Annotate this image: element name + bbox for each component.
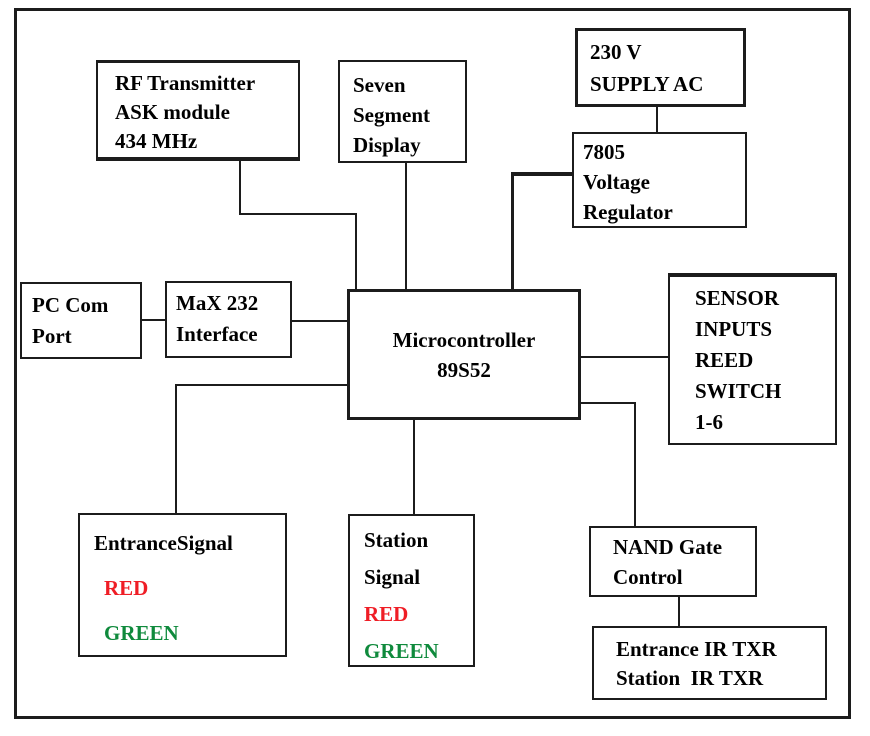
node-label: Display	[353, 133, 421, 157]
node-sensor-inputs-reed-switch: SENSOR INPUTS REED SWITCH 1-6	[668, 273, 837, 445]
node-seven-segment-display: Seven Segment Display	[338, 60, 467, 163]
node-label: NAND Gate	[613, 535, 723, 559]
node-label: Entrance IR TXR	[616, 637, 777, 661]
node-label: REED	[695, 348, 754, 372]
node-label: Port	[32, 324, 72, 348]
node-station-signal: Station Signal RED GREEN	[348, 514, 475, 667]
connector-rf-to-micro	[355, 213, 357, 291]
node-label: Interface	[176, 322, 258, 346]
node-nand-gate-control: NAND Gate Control	[589, 526, 757, 597]
connector-micro-to-station	[413, 418, 415, 516]
connector-rf-to-micro	[239, 160, 241, 215]
node-label: Segment	[353, 103, 430, 127]
connector-regulator-to-micro	[511, 172, 514, 291]
node-label: 434 MHz	[115, 129, 198, 153]
node-label: Signal	[364, 565, 421, 589]
node-label: MaX 232	[176, 291, 259, 315]
connector-rf-to-micro	[239, 213, 357, 215]
node-label: EntranceSignal	[94, 531, 233, 555]
connector-nand-to-irtxr	[678, 595, 680, 628]
connector-micro-to-entrance	[175, 384, 349, 386]
connector-regulator-to-micro	[511, 172, 574, 176]
node-label: SWITCH	[695, 379, 782, 403]
node-label: PC Com	[32, 293, 109, 317]
node-label: Voltage	[583, 170, 650, 194]
node-label: Regulator	[583, 200, 673, 224]
node-label: Station IR TXR	[616, 666, 764, 690]
entrance-signal-green-label: GREEN	[104, 621, 179, 645]
station-signal-red-label: RED	[364, 602, 409, 626]
connector-micro-to-sensor	[579, 356, 670, 358]
node-microcontroller-89s52: Microcontroller 89S52	[347, 289, 581, 420]
connector-micro-to-nand	[634, 402, 636, 528]
node-label: 89S52	[437, 357, 491, 382]
node-label: 7805	[583, 140, 625, 164]
entrance-signal-red-label: RED	[104, 576, 149, 600]
node-rf-transmitter: RF Transmitter ASK module 434 MHz	[96, 60, 300, 161]
node-230v-supply: 230 V SUPPLY AC	[575, 28, 746, 107]
node-7805-voltage-regulator: 7805 Voltage Regulator	[572, 132, 747, 228]
node-pc-com-port: PC Com Port	[20, 282, 142, 359]
node-entrance-station-ir-txr: Entrance IR TXR Station IR TXR	[592, 626, 827, 700]
node-label: INPUTS	[695, 317, 773, 341]
connector-sevenseg-to-micro	[405, 163, 407, 291]
node-label: Station	[364, 528, 429, 552]
node-entrance-signal: EntranceSignal RED GREEN	[78, 513, 287, 657]
node-label: Seven	[353, 73, 406, 97]
connector-micro-to-nand	[579, 402, 636, 404]
connector-supply-to-regulator	[656, 107, 658, 134]
node-label: SENSOR	[695, 286, 780, 310]
node-label: RF Transmitter	[115, 71, 256, 95]
node-label: 1-6	[695, 410, 723, 434]
connector-micro-to-entrance	[175, 384, 177, 515]
connector-pccom-to-max232	[142, 319, 167, 321]
node-max232-interface: MaX 232 Interface	[165, 281, 292, 358]
node-label: Microcontroller	[392, 327, 536, 352]
connector-max232-to-micro	[292, 320, 349, 322]
node-label: 230 V	[590, 40, 642, 64]
node-label: Control	[613, 565, 683, 589]
node-label: SUPPLY AC	[590, 72, 704, 96]
node-label: ASK module	[115, 100, 230, 124]
station-signal-green-label: GREEN	[364, 639, 439, 663]
